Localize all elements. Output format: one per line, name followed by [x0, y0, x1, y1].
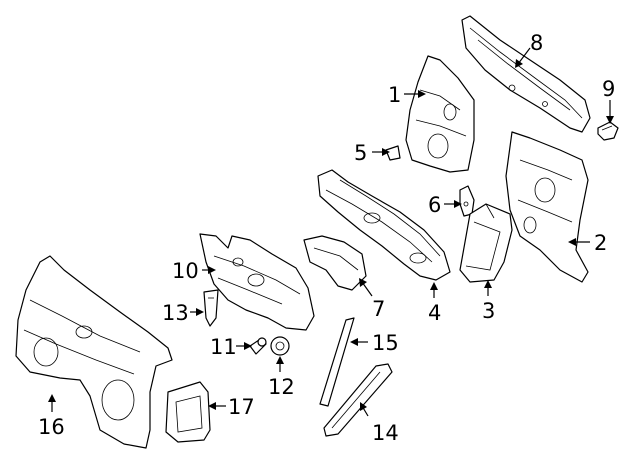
callout-10: 10 [172, 259, 199, 283]
callout-3: 3 [482, 299, 495, 323]
callout-2: 2 [594, 231, 607, 255]
callout-labels: 1 2 3 4 5 6 7 8 9 10 11 12 13 14 15 16 1… [38, 31, 615, 445]
part-5-clip[interactable] [385, 145, 401, 161]
callout-17: 17 [228, 395, 255, 419]
callout-7: 7 [372, 297, 385, 321]
part-3-box-bracket[interactable] [459, 203, 513, 283]
callout-8: 8 [530, 31, 543, 55]
part-2-inner-panel[interactable] [505, 131, 589, 283]
callout-9: 9 [602, 77, 615, 101]
part-7-reinforcement[interactable] [303, 235, 367, 291]
callout-5: 5 [354, 141, 367, 165]
callout-16: 16 [38, 415, 65, 439]
part-17-module-bracket[interactable] [165, 381, 211, 443]
part-10-dash-section[interactable] [199, 233, 315, 331]
part-6-bracket[interactable] [459, 185, 475, 217]
part-8-cowl-panel[interactable] [461, 15, 591, 133]
part-14-brace[interactable] [323, 363, 393, 437]
callout-14: 14 [372, 421, 399, 445]
callout-12: 12 [268, 375, 295, 399]
callout-11: 11 [210, 335, 237, 359]
part-16-dash-panel[interactable] [15, 255, 173, 449]
callout-13: 13 [162, 301, 189, 325]
part-11-bolt[interactable] [249, 337, 267, 355]
part-9-bracket[interactable] [597, 121, 619, 141]
part-1-side-panel[interactable] [405, 55, 475, 173]
leader-lines [48, 47, 614, 417]
callout-15: 15 [372, 331, 399, 355]
part-15-bar[interactable] [319, 317, 355, 407]
callout-1: 1 [388, 83, 401, 107]
callout-6: 6 [428, 193, 441, 217]
part-12-grommet[interactable] [270, 336, 290, 356]
callout-4: 4 [428, 301, 441, 325]
part-4-rail[interactable] [317, 169, 451, 281]
part-13-plate[interactable] [203, 289, 219, 327]
